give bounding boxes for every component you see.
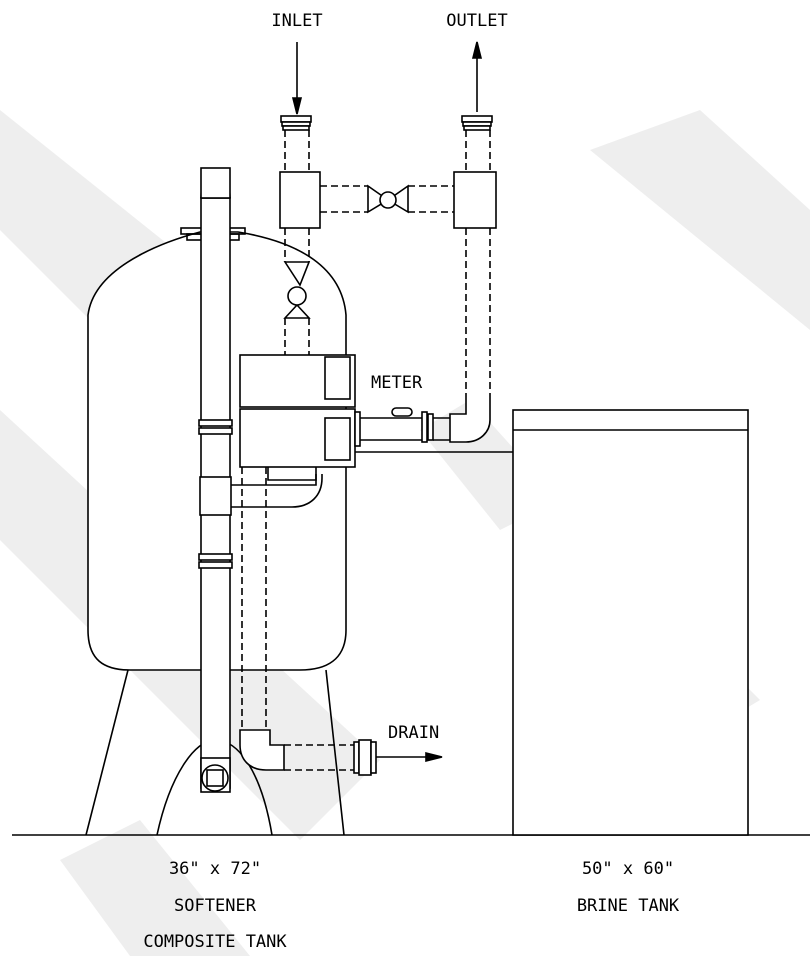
drain-arrow	[376, 751, 443, 763]
drain-label: DRAIN	[388, 723, 439, 743]
riser-pipe	[198, 167, 233, 793]
outlet-label: OUTLET	[446, 11, 507, 31]
outlet-arrow	[471, 41, 483, 112]
bypass-pipe	[320, 184, 454, 214]
inlet-pipe	[279, 115, 321, 355]
drain-line	[239, 467, 377, 776]
meter-label: METER	[371, 373, 423, 393]
brine-tank	[512, 409, 749, 836]
brine-name-label: BRINE TANK	[577, 896, 680, 916]
softener-name-label: SOFTENER	[174, 896, 257, 916]
softener-type-label: COMPOSITE TANK	[143, 932, 287, 952]
control-valve	[239, 354, 356, 481]
brine-size-label: 50" x 60"	[582, 859, 674, 879]
inlet-label: INLET	[271, 11, 322, 31]
softener-size-label: 36" x 72"	[169, 859, 261, 879]
outlet-pipe	[449, 115, 497, 443]
inlet-arrow	[291, 42, 303, 115]
meter-assembly	[354, 407, 450, 447]
